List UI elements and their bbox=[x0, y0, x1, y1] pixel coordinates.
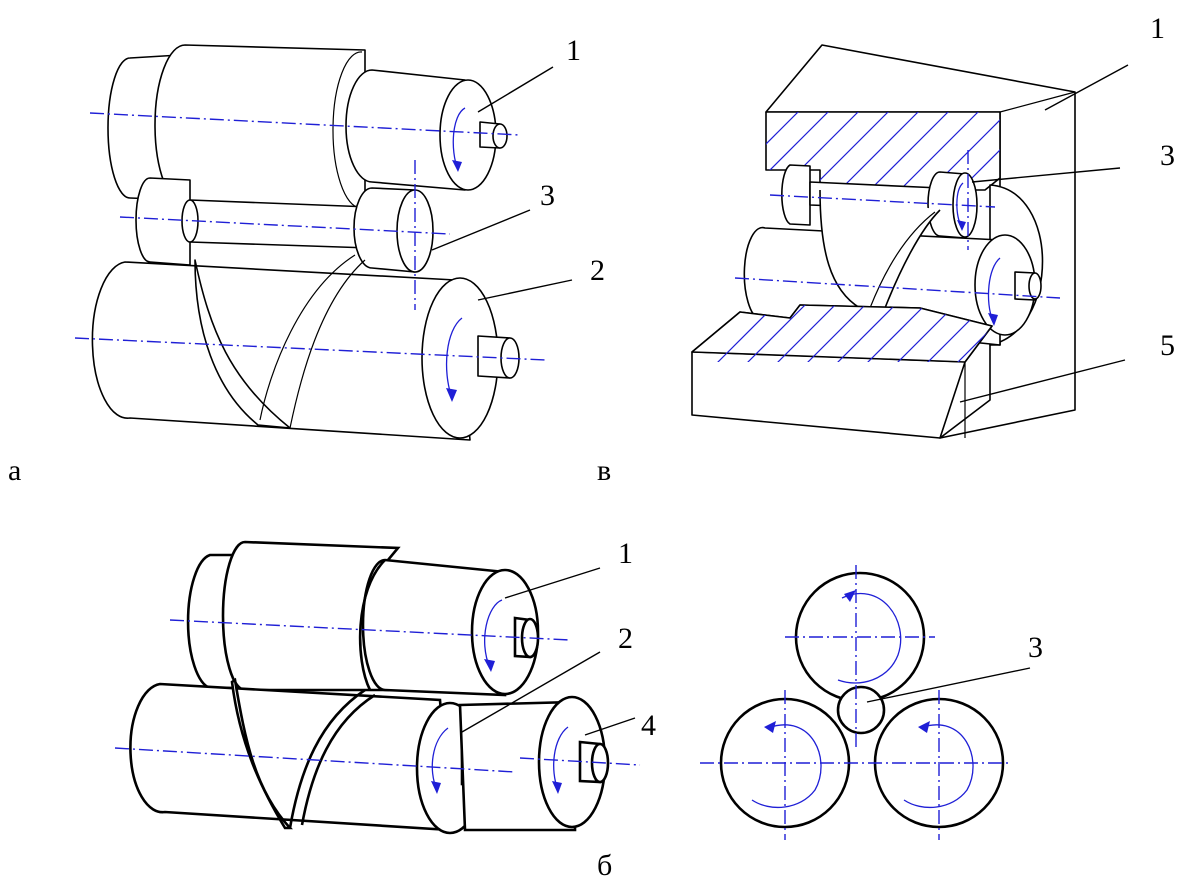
upper-roll-b-front bbox=[361, 558, 507, 697]
lower-roll-b-body bbox=[129, 682, 452, 832]
label-v-5: 5 bbox=[1160, 329, 1175, 362]
small-roll-left bbox=[135, 177, 191, 266]
caption-v: в bbox=[597, 454, 611, 487]
lower-section-face bbox=[691, 304, 993, 363]
upper-roll-front bbox=[345, 69, 466, 191]
panel-g-drawing bbox=[700, 565, 1031, 840]
panel-a-drawing bbox=[74, 44, 573, 441]
caption-a: а bbox=[8, 454, 21, 487]
panel-v-drawing bbox=[691, 44, 1129, 439]
lower-roll-b-curve bbox=[230, 677, 293, 830]
label-a-3: 3 bbox=[540, 179, 555, 212]
caption-b: б bbox=[597, 849, 612, 879]
label-a-1: 1 bbox=[566, 34, 581, 67]
small-roll-shaft bbox=[189, 199, 371, 249]
label-b-1: 1 bbox=[618, 537, 633, 570]
label-v-3: 3 bbox=[1160, 139, 1175, 172]
panel-b-drawing bbox=[114, 540, 641, 835]
label-a-2: 2 bbox=[590, 254, 605, 287]
label-v-1: 1 bbox=[1150, 12, 1165, 45]
label-g-3: 3 bbox=[1028, 631, 1043, 664]
label-b-4: 4 bbox=[641, 709, 656, 742]
label-b-2: 2 bbox=[618, 622, 633, 655]
small-roll-circle bbox=[836, 685, 886, 735]
